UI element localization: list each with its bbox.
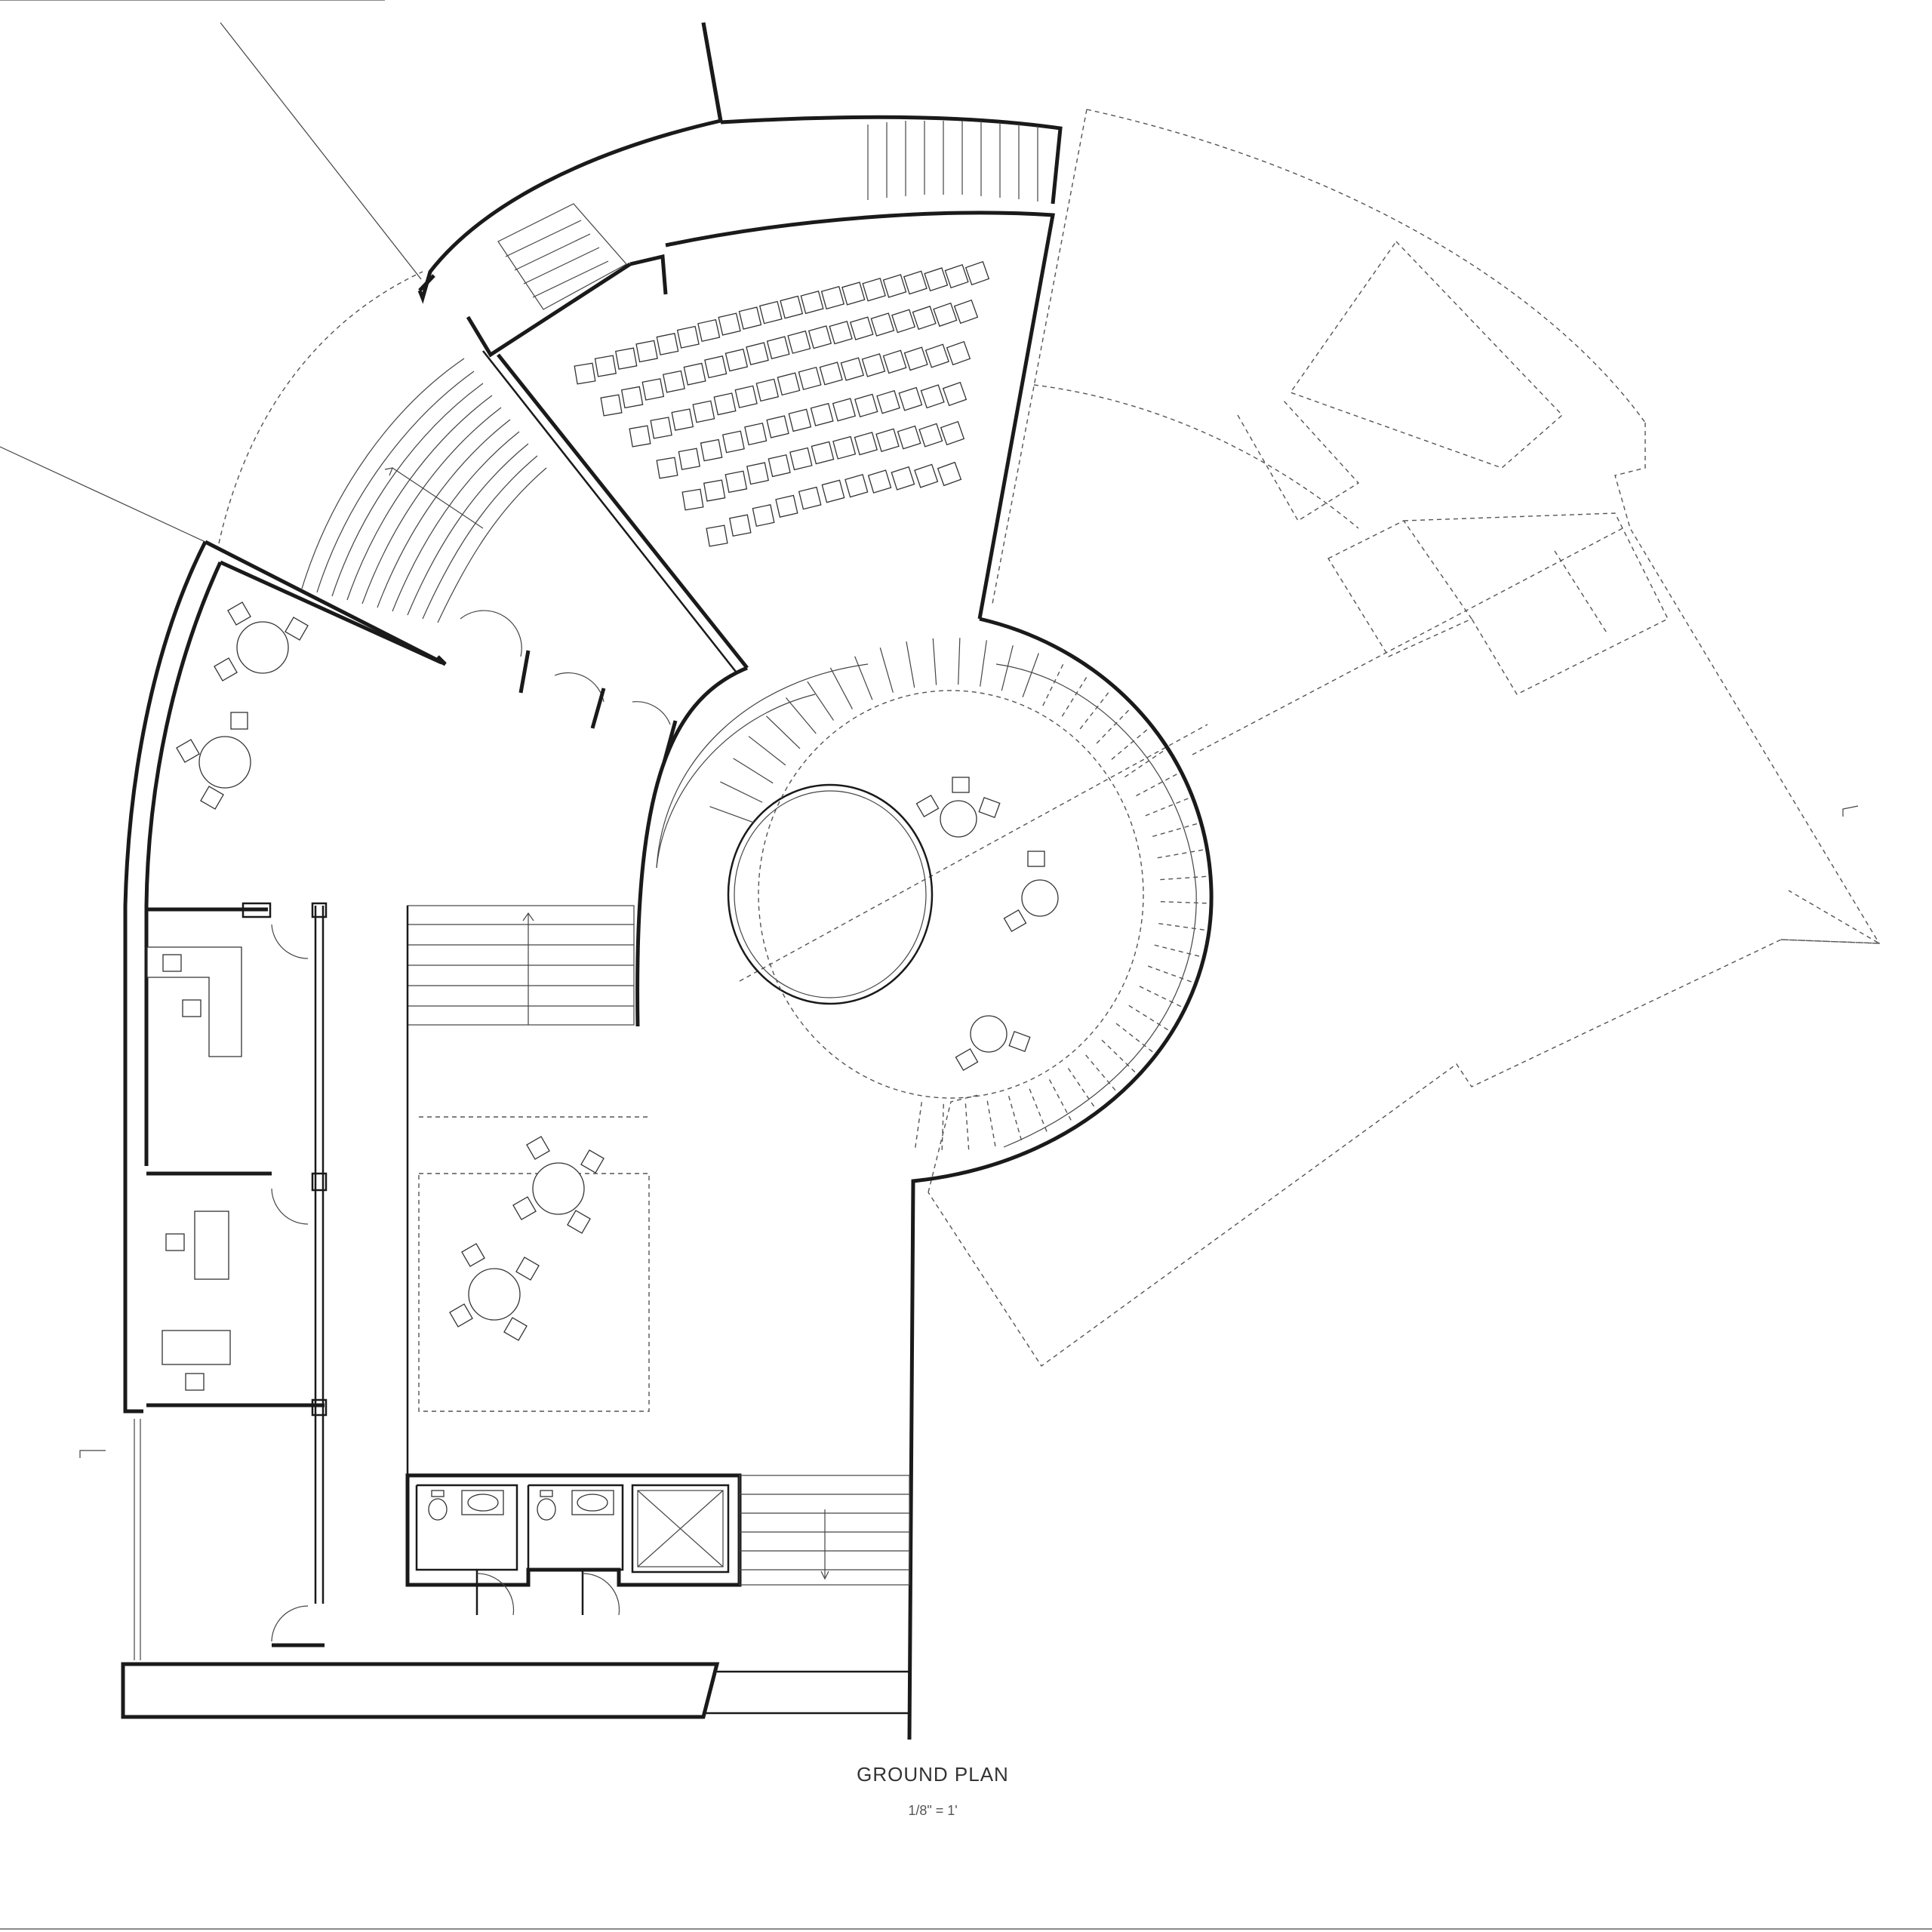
rotunda-tables [915,777,1059,1072]
upper-level-dashed-outline [218,109,1881,1367]
vestibule-doors [460,610,678,763]
drawing-title: GROUND PLAN [857,1763,1009,1786]
exterior-walls [121,22,1214,1740]
office-furniture [146,946,242,1391]
northwest-room-tables [176,601,309,810]
drawing-scale: 1/8" = 1' [908,1803,957,1818]
spiral-stair-treads [709,638,1208,1151]
rotunda [656,663,1197,1148]
office-partitions [134,902,328,1660]
auditorium-seating [574,260,990,547]
main-hall-stair [406,905,650,1475]
restroom-core [405,1473,910,1616]
section-lines [0,22,1859,1458]
north-corridor-stair [497,121,1038,310]
hall-cafe-tables [449,1136,605,1341]
west-curved-stair [0,0,547,623]
